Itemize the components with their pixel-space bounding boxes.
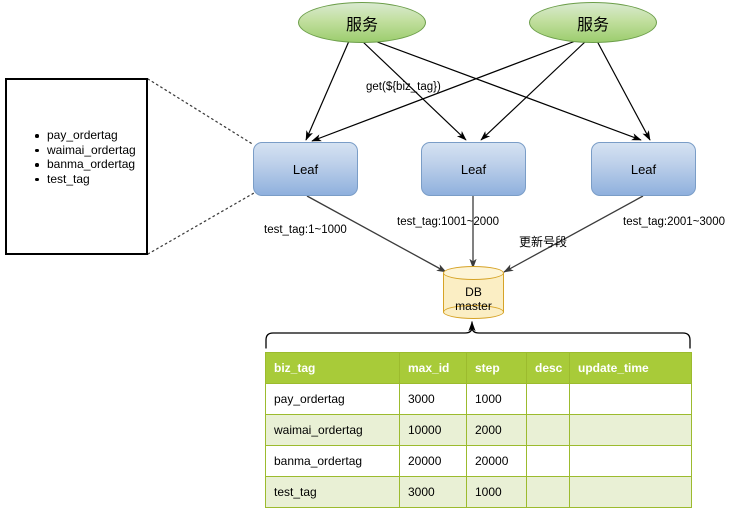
table-row: waimai_ordertag 10000 2000 <box>265 414 692 446</box>
list-item: waimai_ordertag <box>33 143 136 158</box>
leaf-alloc-table-wrap: biz_tag max_id step desc update_time pay… <box>265 352 692 508</box>
cell-max-id: 3000 <box>399 383 467 415</box>
table-header-row: biz_tag max_id step desc update_time <box>265 352 692 384</box>
db-master-label: DB master <box>443 278 504 319</box>
edges-taglist-callout <box>147 78 255 255</box>
list-item: test_tag <box>33 172 136 187</box>
service-node-2-label: 服务 <box>576 16 609 34</box>
cell-max-id: 10000 <box>399 414 467 446</box>
list-item: banma_ordertag <box>33 157 136 172</box>
cell-update-time <box>569 476 692 508</box>
db-label-line2: master <box>455 298 492 313</box>
db-master-node[interactable]: DB master <box>443 266 504 319</box>
cell-desc <box>526 445 570 477</box>
db-cylinder-bottom <box>443 305 504 319</box>
cell-update-time <box>569 414 692 446</box>
leaf-node-1-label: Leaf <box>292 161 319 177</box>
cell-biz-tag: pay_ordertag <box>265 383 400 415</box>
db-label-line1: DB <box>465 284 482 299</box>
service-node-1-label: 服务 <box>345 16 378 34</box>
cell-biz-tag: banma_ordertag <box>265 445 400 477</box>
edge-label-update-segment: 更新号段 <box>519 235 568 249</box>
list-item: pay_ordertag <box>33 128 136 143</box>
leaf-node-2[interactable]: Leaf <box>421 142 526 196</box>
cell-update-time <box>569 383 692 415</box>
cell-biz-tag: test_tag <box>265 476 400 508</box>
table-row: pay_ordertag 3000 1000 <box>265 383 692 415</box>
leaf-node-3-label: Leaf <box>630 161 657 177</box>
edge-label-segment-middle: test_tag:1001~2000 <box>397 216 499 228</box>
cell-desc <box>526 476 570 508</box>
edge-label-segment-left: test_tag:1~1000 <box>264 224 347 236</box>
table-callout-bracket <box>265 321 691 349</box>
service-node-2[interactable]: 服务 <box>529 2 657 43</box>
table-row: test_tag 3000 1000 <box>265 476 692 508</box>
cell-update-time <box>569 445 692 477</box>
db-cylinder-top <box>443 266 504 280</box>
column-header-update-time: update_time <box>569 352 692 384</box>
table-row: banma_ordertag 20000 20000 <box>265 445 692 477</box>
cell-desc <box>526 383 570 415</box>
leaf-node-3[interactable]: Leaf <box>591 142 696 196</box>
edges-service-a <box>305 39 642 141</box>
cell-step: 2000 <box>466 414 527 446</box>
biz-tag-list: pay_ordertag waimai_ordertag banma_order… <box>33 128 136 186</box>
edge-label-segment-right: test_tag:2001~3000 <box>623 216 725 228</box>
leaf-node-2-label: Leaf <box>460 161 487 177</box>
edges-service-b <box>311 39 651 142</box>
cell-step: 1000 <box>466 476 527 508</box>
service-node-1[interactable]: 服务 <box>298 2 426 43</box>
cell-desc <box>526 414 570 446</box>
cell-max-id: 20000 <box>399 445 467 477</box>
column-header-max-id: max_id <box>399 352 467 384</box>
cell-step: 20000 <box>466 445 527 477</box>
cell-max-id: 3000 <box>399 476 467 508</box>
edges-leaf-to-db <box>306 195 644 273</box>
leaf-node-1[interactable]: Leaf <box>253 142 358 196</box>
column-header-step: step <box>466 352 527 384</box>
column-header-desc: desc <box>526 352 570 384</box>
cell-step: 1000 <box>466 383 527 415</box>
cell-biz-tag: waimai_ordertag <box>265 414 400 446</box>
biz-tag-list-box: pay_ordertag waimai_ordertag banma_order… <box>5 78 148 255</box>
column-header-biz-tag: biz_tag <box>265 352 400 384</box>
edge-label-get-call: get(${biz_tag}) <box>366 81 441 93</box>
leaf-alloc-table: biz_tag max_id step desc update_time pay… <box>265 352 692 508</box>
